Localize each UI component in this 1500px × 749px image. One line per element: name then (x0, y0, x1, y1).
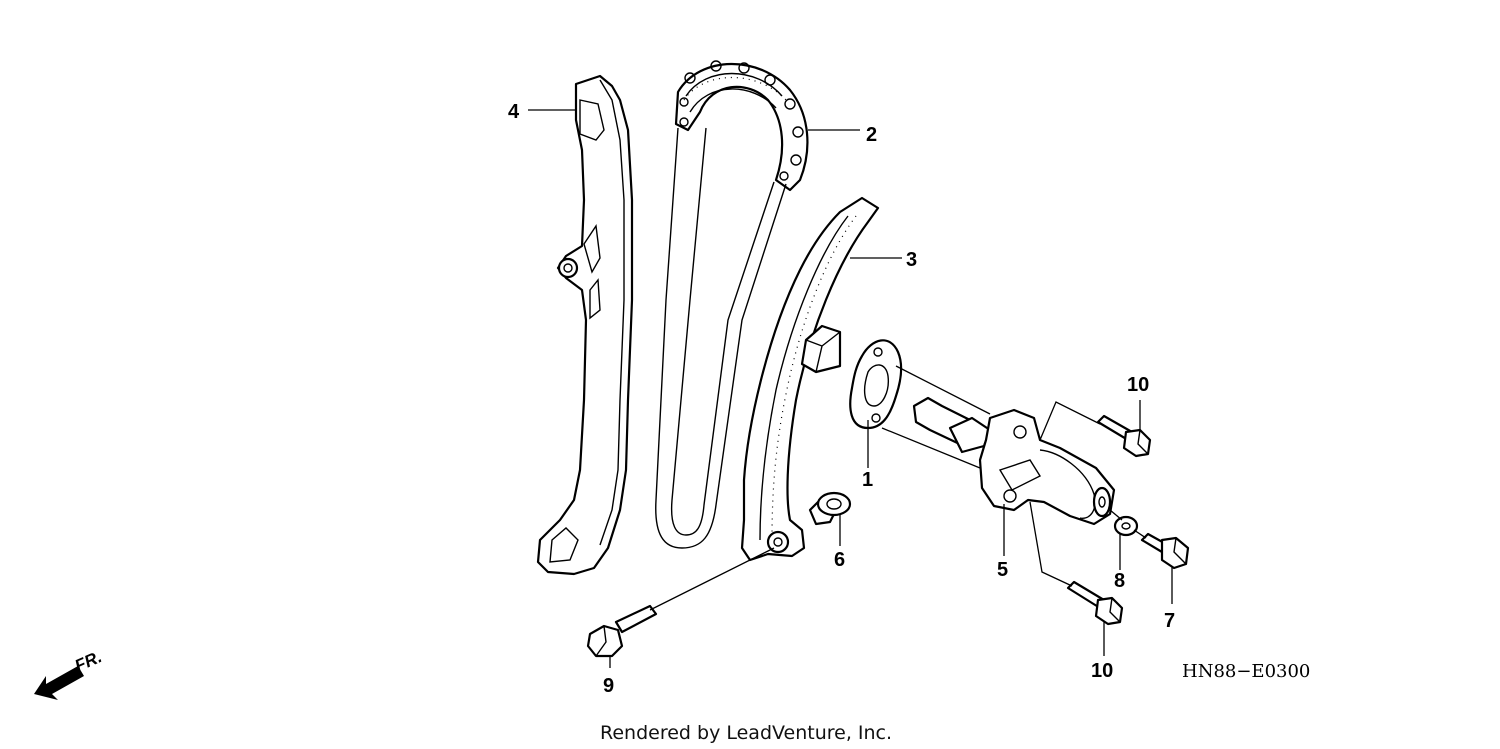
front-arrow-icon: FR. (34, 647, 105, 700)
washer-part-8[interactable] (1113, 515, 1139, 537)
tensioner-slipper-part-3[interactable] (740, 196, 880, 562)
bolt-part-10-lower[interactable] (1066, 580, 1124, 626)
chain-guide-part-4[interactable] (536, 74, 634, 576)
callout-8: 8 (1114, 570, 1125, 592)
leader-lines (528, 109, 1173, 668)
callout-4: 4 (508, 101, 520, 123)
tensioner-lifter-part-5[interactable] (912, 396, 1116, 526)
cam-chain-part-2[interactable] (655, 60, 809, 549)
bolt-part-10-upper[interactable] (1096, 414, 1152, 458)
callout-10-upper: 10 (1127, 374, 1149, 396)
callout-9: 9 (603, 675, 614, 697)
callout-5: 5 (997, 559, 1008, 581)
diagram-code: HN88−E0300 (1182, 661, 1310, 682)
gasket-part-1[interactable] (849, 339, 903, 430)
callout-7: 7 (1164, 610, 1175, 632)
direction-label: FR. (72, 647, 105, 675)
pivot-bolt-part-9[interactable] (586, 604, 658, 658)
callout-10-lower: 10 (1091, 660, 1113, 682)
callout-6: 6 (834, 549, 845, 571)
collar-part-6[interactable] (808, 491, 852, 526)
callout-1: 1 (862, 469, 873, 491)
callout-3: 3 (906, 249, 917, 271)
sealing-bolt-part-7[interactable] (1140, 532, 1190, 570)
credit-text: Rendered by LeadVenture, Inc. (600, 722, 892, 744)
callout-2: 2 (866, 124, 877, 146)
